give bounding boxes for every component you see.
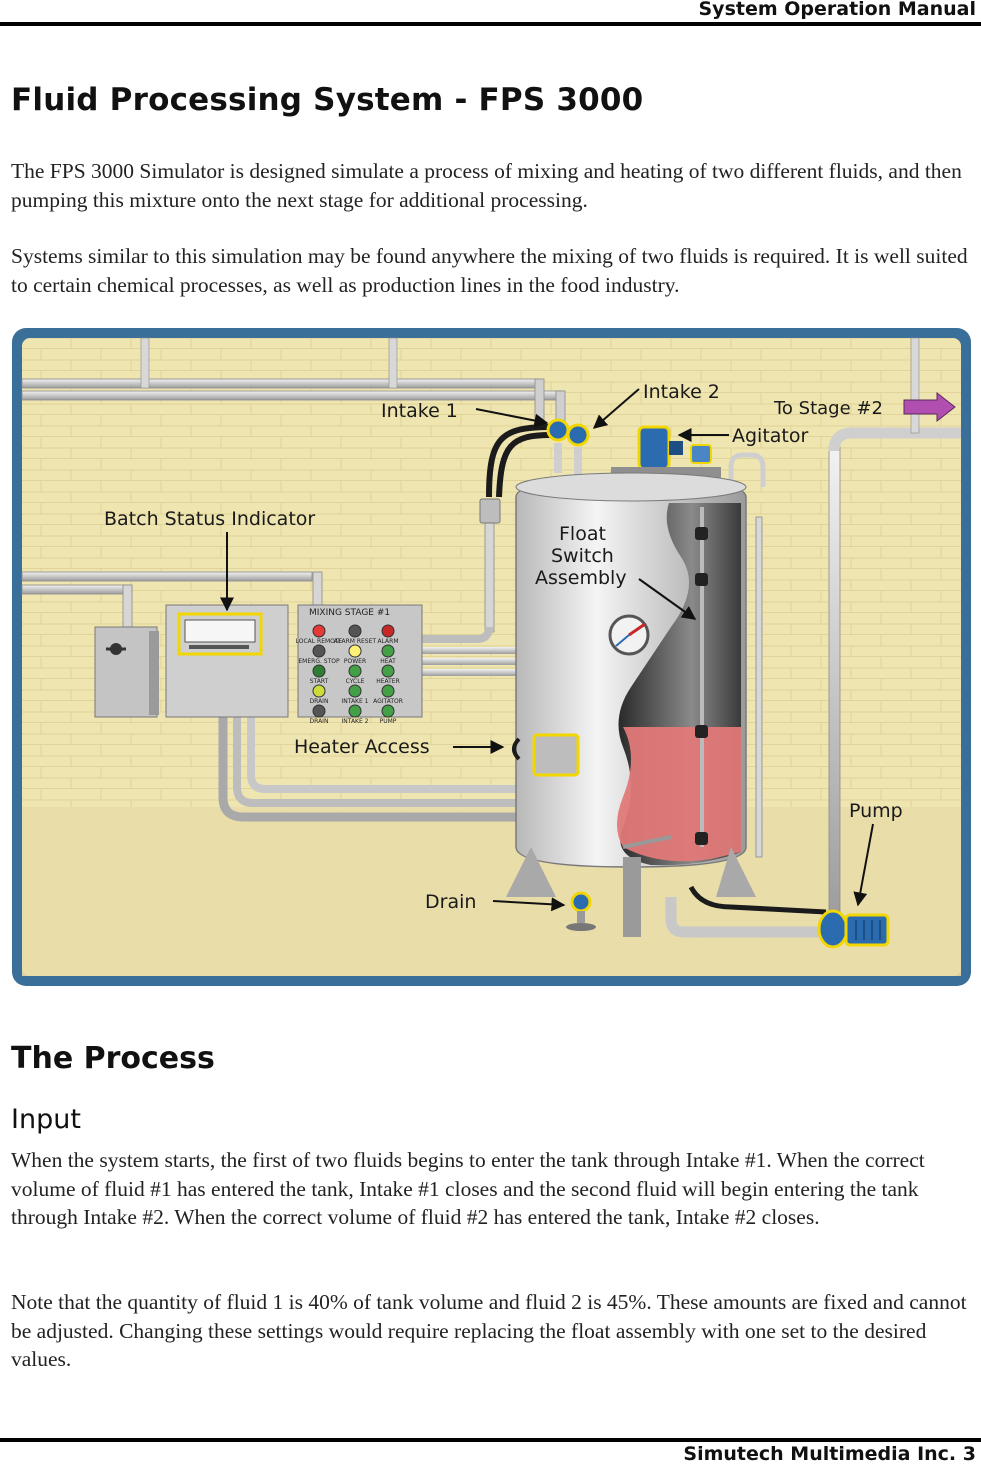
label-to-stage-2: To Stage #2 bbox=[773, 398, 883, 419]
panel-title: MIXING STAGE #1 bbox=[309, 608, 390, 618]
panel-light-label: INTAKE 2 bbox=[341, 718, 368, 725]
panel-light bbox=[312, 624, 326, 638]
label-float-3: Assembly bbox=[535, 567, 627, 589]
subheading-input: Input bbox=[11, 1104, 81, 1135]
label-batch-status: Batch Status Indicator bbox=[104, 508, 315, 530]
panel-light bbox=[312, 664, 326, 678]
page-title: Fluid Processing System - FPS 3000 bbox=[11, 82, 644, 118]
panel-light-label: INTAKE 1 bbox=[341, 698, 368, 705]
tank bbox=[506, 472, 763, 937]
panel-light-label: HEATER bbox=[376, 678, 400, 685]
intro-paragraph-1: The FPS 3000 Simulator is designed simul… bbox=[11, 159, 962, 212]
label-drain: Drain bbox=[425, 891, 476, 913]
panel-light bbox=[312, 704, 326, 718]
panel-light-label: DRAIN bbox=[310, 698, 329, 705]
arrow-intake-1 bbox=[475, 408, 549, 428]
running-header: System Operation Manual bbox=[698, 0, 977, 20]
callout-labels: Intake 1 Intake 2 To Stage #2 Agitator B… bbox=[104, 381, 903, 913]
panel-light-label: EMERG. STOP bbox=[298, 658, 340, 665]
panel-light bbox=[312, 644, 326, 658]
panel-light bbox=[312, 684, 326, 698]
drain-valve bbox=[566, 891, 596, 931]
panel-light-label: LOCAL REMOTE bbox=[296, 638, 343, 645]
panel-light-label: AGITATOR bbox=[373, 698, 403, 705]
arrow-float-switch bbox=[638, 578, 697, 620]
panel-light-label: POWER bbox=[344, 658, 366, 665]
panel-light bbox=[381, 704, 395, 718]
panel-light bbox=[381, 644, 395, 658]
footer-rule bbox=[0, 1438, 981, 1442]
label-intake-2: Intake 2 bbox=[643, 381, 720, 403]
footer-text: Simutech Multimedia Inc. 3 bbox=[683, 1443, 976, 1465]
process-paragraph-2: Note that the quantity of fluid 1 is 40%… bbox=[11, 1290, 967, 1371]
label-intake-1: Intake 1 bbox=[381, 400, 458, 422]
intro-paragraph-2: Systems similar to this simulation may b… bbox=[11, 244, 968, 297]
panel-light bbox=[381, 684, 395, 698]
panel-light-label: PUMP bbox=[380, 718, 397, 725]
panel-light bbox=[348, 684, 362, 698]
label-agitator: Agitator bbox=[732, 425, 809, 447]
panel-light bbox=[348, 644, 362, 658]
arrow-drain bbox=[492, 897, 566, 912]
label-pump: Pump bbox=[849, 800, 903, 822]
panel-light-label: ALARM bbox=[377, 638, 398, 645]
panel-light-label: ALARM RESET bbox=[334, 638, 377, 645]
panel-light-label: START bbox=[310, 678, 329, 685]
panel-light bbox=[348, 624, 362, 638]
pipework bbox=[21, 337, 961, 938]
panel-light-label: HEAT bbox=[380, 658, 396, 665]
arrow-intake-2 bbox=[592, 388, 640, 429]
arrow-pump bbox=[853, 823, 874, 907]
section-heading-process: The Process bbox=[11, 1041, 215, 1076]
to-stage-arrow-icon bbox=[903, 391, 956, 423]
panel-light bbox=[348, 704, 362, 718]
label-float-1: Float bbox=[559, 523, 606, 545]
label-heater-access: Heater Access bbox=[294, 736, 430, 758]
panel-light-label: DRAIN bbox=[310, 718, 329, 725]
batch-status-indicator bbox=[165, 604, 289, 718]
pump bbox=[817, 909, 890, 949]
label-float-2: Switch bbox=[551, 545, 614, 567]
header-rule bbox=[0, 22, 981, 26]
panel-light-label: CYCLE bbox=[346, 678, 365, 685]
disconnect-switch bbox=[94, 626, 159, 718]
float-switch-rod bbox=[700, 507, 704, 847]
intake-valves bbox=[479, 418, 590, 524]
panel-light bbox=[348, 664, 362, 678]
tank-fluid bbox=[617, 727, 741, 862]
heater-access-panel bbox=[532, 733, 580, 777]
panel-light bbox=[381, 664, 395, 678]
process-paragraph-1: When the system starts, the first of two… bbox=[11, 1148, 925, 1229]
panel-light bbox=[381, 624, 395, 638]
